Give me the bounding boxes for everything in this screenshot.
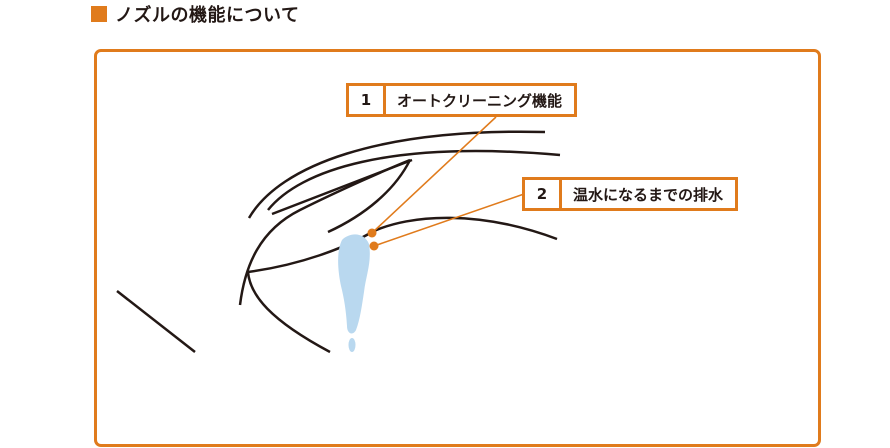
leader-dot-1: [367, 228, 377, 238]
section-square-icon: [91, 6, 107, 22]
section-header: ノズルの機能について: [91, 2, 299, 26]
leader-line-1: [371, 116, 497, 234]
nozzle-arm-bottom: [246, 271, 331, 354]
water-drop: [348, 338, 356, 352]
leader-line-2: [373, 193, 525, 247]
callout-label: オートクリーニング機能: [397, 91, 563, 110]
leader-dot-2: [369, 241, 379, 251]
nozzle-arm: [247, 216, 558, 274]
nozzle-shroud-bottom: [327, 159, 412, 234]
bowl-inner-curve: [267, 149, 561, 211]
bowl-outer-curve: [247, 130, 546, 219]
seat-left-line: [116, 290, 196, 353]
callout-number: 1: [349, 86, 386, 114]
water-stream: [338, 234, 370, 334]
section-title: ノズルの機能について: [115, 5, 300, 26]
diagram-frame: [94, 49, 821, 447]
callout-label: 温水になるまでの排水: [573, 185, 724, 204]
callout-auto-cleaning: 1 オートクリーニング機能: [346, 83, 578, 117]
nozzle-body-upper: [238, 158, 411, 306]
callout-number: 2: [525, 180, 562, 208]
callout-warm-water-drain: 2 温水になるまでの排水: [522, 177, 739, 211]
